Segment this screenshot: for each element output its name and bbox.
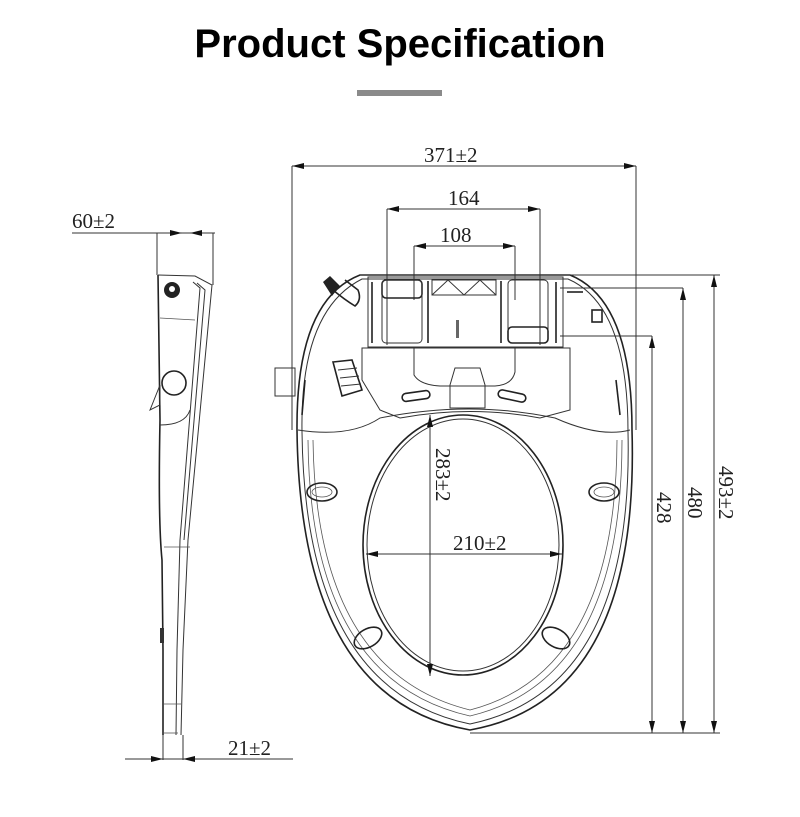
side-top-width-label: 60±2 <box>72 209 115 233</box>
title-underline <box>357 90 442 96</box>
length-480-label: 480 <box>683 487 707 519</box>
hinge-inner-width-label: 108 <box>440 223 472 247</box>
opening-width-label: 210±2 <box>453 531 507 555</box>
opening-length-label: 283±2 <box>431 448 455 502</box>
side-bottom-width-label: 21±2 <box>228 736 271 760</box>
overall-width-label: 371±2 <box>424 143 478 167</box>
length-428-label: 428 <box>652 492 676 524</box>
overall-length-label: 493±2 <box>714 466 738 520</box>
side-view: 60±2 21±2 <box>72 209 293 762</box>
top-view: 371±2 164 108 <box>274 143 738 734</box>
hinge-outer-width-label: 164 <box>448 186 480 210</box>
page-title: Product Specification <box>194 22 606 66</box>
